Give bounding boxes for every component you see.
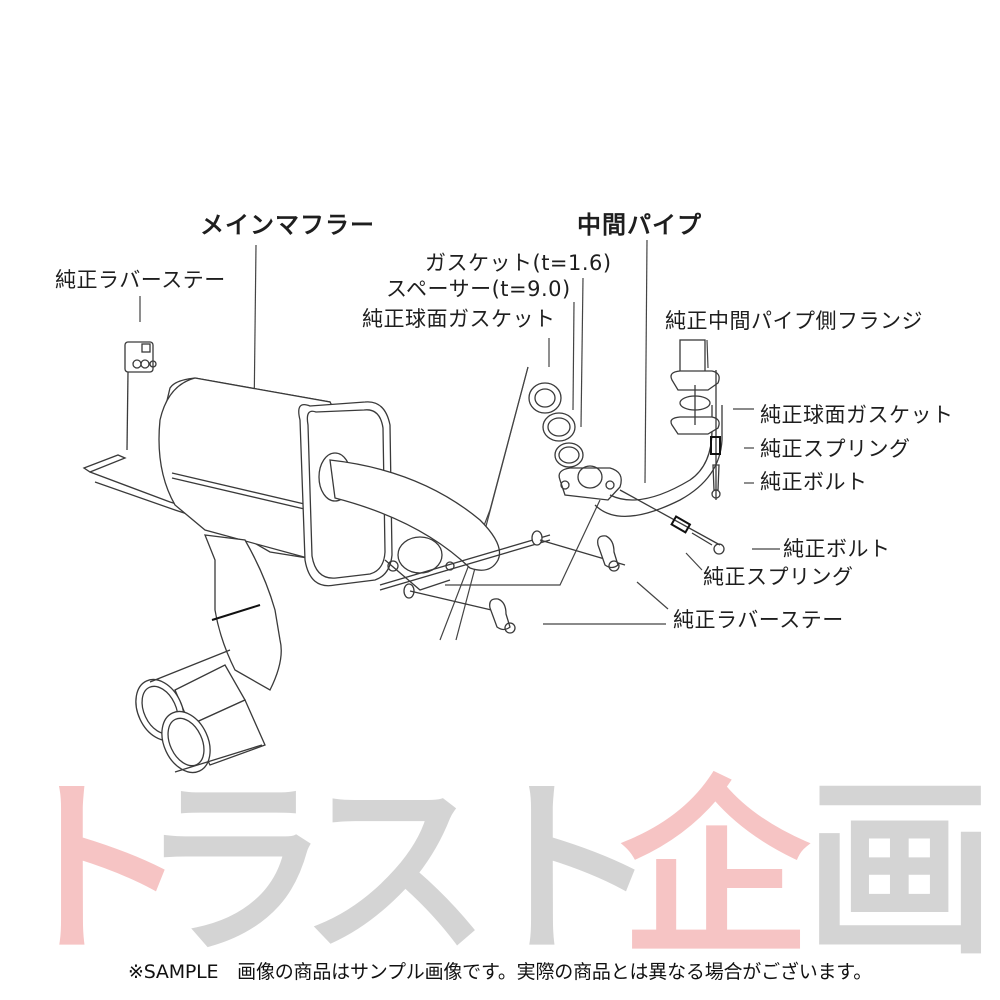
center-pipe: [594, 339, 723, 517]
label-oem-center-pipe-flange: 純正中間パイプ側フランジ: [665, 309, 923, 333]
main-muffler: [158, 377, 626, 613]
label-main-muffler: メインマフラー: [200, 211, 375, 239]
label-oem-rubber-stay-top: 純正ラバーステー: [55, 268, 226, 292]
label-spacer: スペーサー(t=9.0): [386, 277, 571, 301]
watermark-char-1: ト: [0, 758, 191, 981]
watermark-char-3: ス: [300, 758, 491, 981]
gasket-stack: [528, 382, 622, 501]
watermark-char-6: 画: [805, 758, 996, 981]
label-gasket: ガスケット(t=1.6): [425, 251, 612, 275]
label-center-pipe: 中間パイプ: [577, 211, 702, 239]
label-oem-spring-right: 純正スプリング: [760, 437, 911, 461]
label-oem-spring-lower: 純正スプリング: [703, 565, 854, 589]
sample-disclaimer: ※SAMPLE 画像の商品はサンプル画像です。実際の商品とは異なる場合がございま…: [127, 961, 872, 983]
watermark-char-4: ト: [470, 758, 661, 981]
label-oem-spherical-gasket-right: 純正球面ガスケット: [760, 403, 954, 427]
lower-bolt-assembly: [619, 489, 725, 555]
label-oem-spherical-gasket-left: 純正球面ガスケット: [362, 307, 556, 331]
label-oem-bolt-lower: 純正ボルト: [783, 537, 891, 561]
watermark-char-2: ラ: [140, 758, 331, 981]
left-hanger: [82, 341, 231, 529]
dual-tail-pipes: [135, 534, 282, 774]
label-oem-bolt-right: 純正ボルト: [760, 470, 868, 494]
rubber-stays: [489, 535, 620, 634]
watermark-char-5: 企: [620, 758, 811, 981]
label-oem-rubber-stay-bottom: 純正ラバーステー: [673, 608, 844, 632]
watermark-logo: ト ラ ス ト 企 画: [0, 775, 1000, 975]
